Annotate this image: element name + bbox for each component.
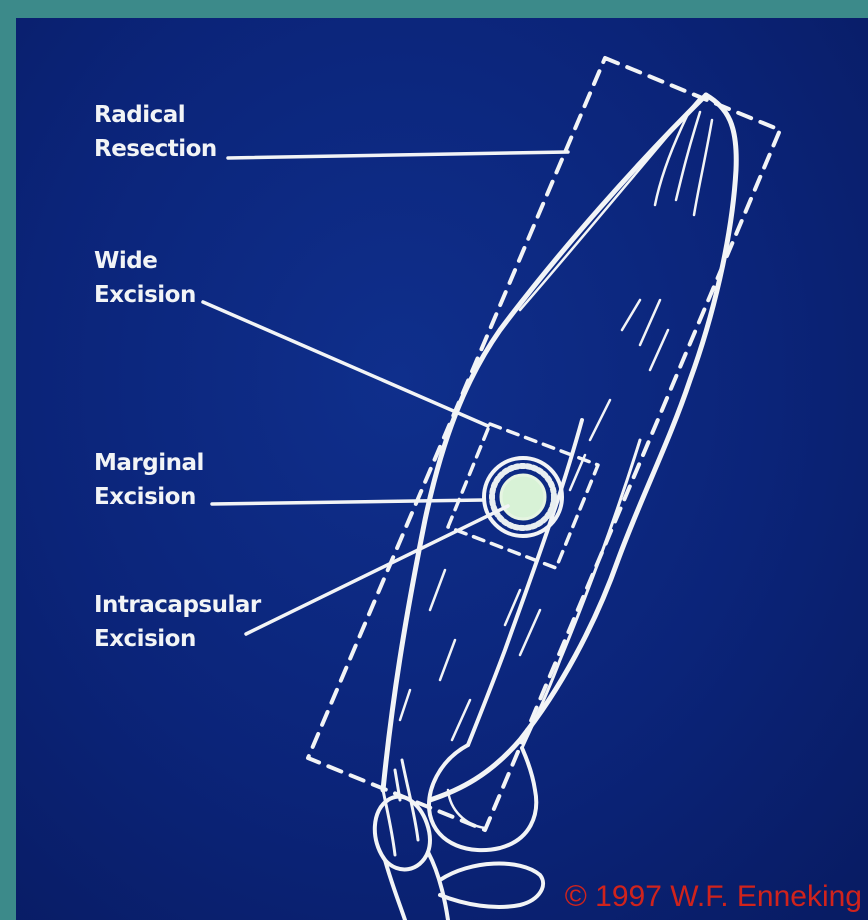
marginal-excision-label-line2: Excision — [94, 480, 204, 514]
copyright-notice: © 1997 W.F. Enneking — [565, 880, 862, 914]
tibia-head — [440, 864, 543, 907]
marginal-excision-label-line1: Marginal — [94, 446, 204, 480]
slide-panel: Radical Resection Wide Excision Marginal… — [16, 18, 868, 920]
muscle-compartment-outline-inner — [520, 98, 700, 310]
wide-excision-leader — [203, 302, 488, 426]
wide-excision-label: Wide Excision — [94, 244, 196, 312]
lower-leg-outline — [385, 852, 448, 920]
tumor-lesion — [501, 475, 545, 519]
intracapsular-excision-label: Intracapsular Excision — [94, 588, 261, 656]
bone-condyle — [429, 745, 536, 850]
marginal-excision-leader — [212, 500, 484, 504]
muscle-fiber-lines — [400, 110, 712, 740]
intracapsular-excision-leader — [246, 506, 508, 634]
marginal-excision-label: Marginal Excision — [94, 446, 204, 514]
radical-resection-label: Radical Resection — [94, 98, 217, 166]
radical-resection-leader — [228, 152, 568, 158]
patella — [375, 797, 430, 870]
muscle-compartment-outline-right — [430, 95, 736, 800]
intracapsular-excision-label-line2: Excision — [94, 622, 261, 656]
radical-resection-label-line1: Radical — [94, 98, 217, 132]
intracapsular-excision-label-line1: Intracapsular — [94, 588, 261, 622]
bone-condyle-inner — [448, 790, 485, 828]
wide-excision-label-line1: Wide — [94, 244, 196, 278]
radical-resection-label-line2: Resection — [94, 132, 217, 166]
tendon-lines — [383, 760, 418, 855]
wide-excision-label-line2: Excision — [94, 278, 196, 312]
